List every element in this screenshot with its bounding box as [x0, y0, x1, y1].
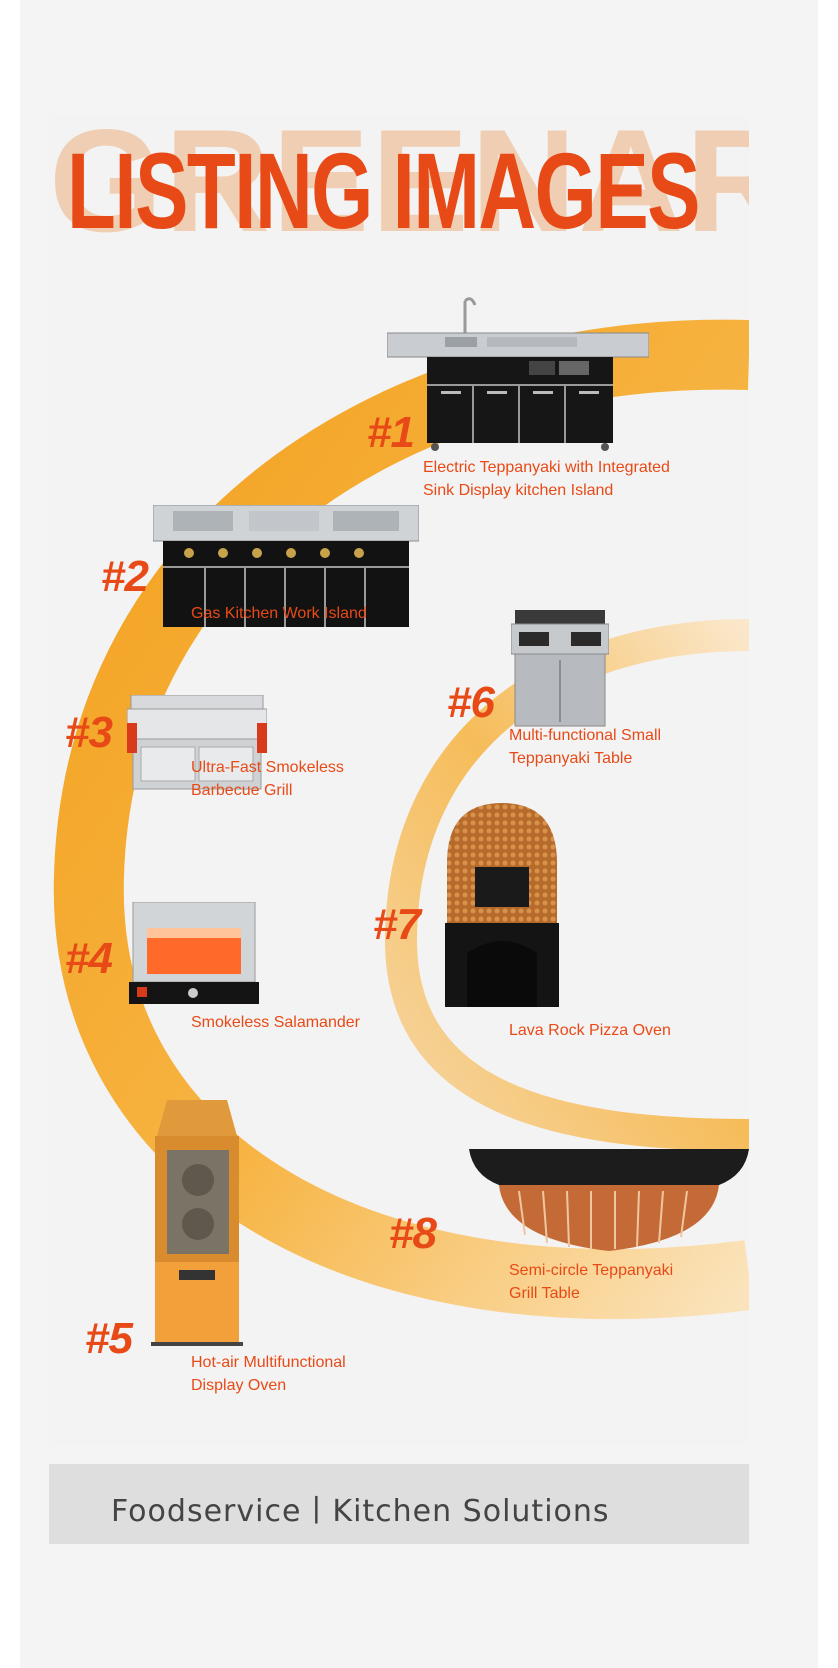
product-number: #3 — [65, 708, 113, 757]
pizza-oven-icon[interactable] — [437, 803, 567, 1013]
gas-work-island-icon[interactable] — [153, 505, 419, 627]
product-label[interactable]: Hot-air Multifunctional Display Oven — [191, 1354, 346, 1394]
product-number: #7 — [373, 900, 421, 949]
product-label[interactable]: Electric Teppanyaki with Integrated Sink… — [423, 459, 670, 499]
footer-tagline: Foodservice丨Kitchen Solutions — [111, 1494, 610, 1529]
small-teppanyaki-icon[interactable] — [511, 610, 609, 730]
bbq-grill-icon[interactable] — [127, 695, 267, 793]
product-number: #1 — [367, 408, 415, 457]
brand-watermark: GREENARK — [49, 115, 749, 262]
product-number: #4 — [65, 934, 113, 983]
product-label[interactable]: Semi-circle Teppanyaki Grill Table — [509, 1262, 674, 1302]
product-label[interactable]: Multi-functional Small Teppanyaki Table — [509, 727, 662, 767]
semicircle-grill-icon[interactable] — [469, 1139, 749, 1259]
product-label[interactable]: Ultra-Fast Smokeless Barbecue Grill — [191, 759, 344, 799]
product-label[interactable]: Lava Rock Pizza Oven — [509, 1022, 671, 1039]
page-title: LISTING IMAGES — [67, 130, 700, 251]
salamander-icon[interactable] — [129, 902, 259, 1010]
product-number: #8 — [389, 1209, 437, 1258]
listing-poster: GREENARK LISTING IMAGES — [49, 115, 749, 1445]
product-label[interactable]: Gas Kitchen Work Island — [191, 605, 367, 622]
product-number: #6 — [447, 678, 495, 727]
display-oven-icon[interactable] — [149, 1100, 245, 1346]
product-label[interactable]: Smokeless Salamander — [191, 1014, 360, 1031]
product-number: #5 — [85, 1314, 133, 1363]
product-number: #2 — [101, 552, 149, 601]
teppanyaki-sink-island-icon[interactable] — [387, 293, 649, 453]
footer-banner: Foodservice丨Kitchen Solutions — [49, 1464, 749, 1544]
